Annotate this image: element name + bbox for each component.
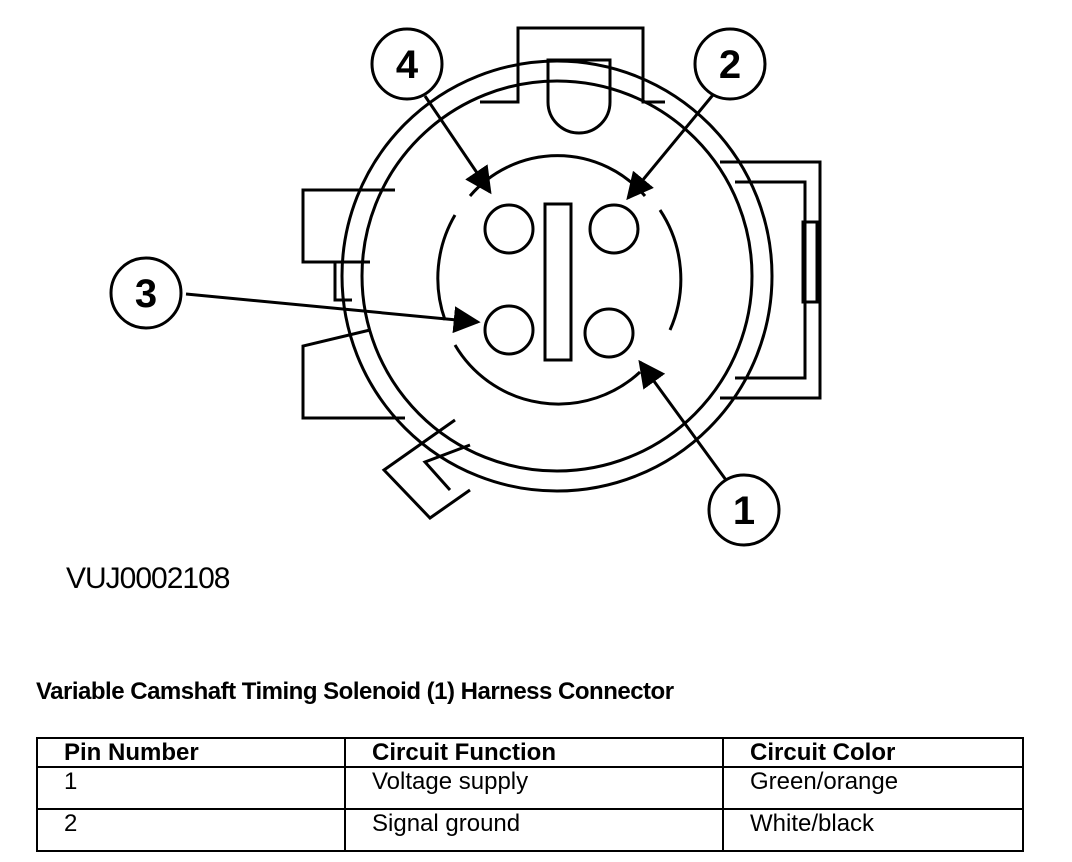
table-title: Variable Camshaft Timing Solenoid (1) Ha… bbox=[36, 678, 674, 705]
connector-inner-arc-top bbox=[468, 154, 647, 197]
callout-2-circle bbox=[693, 27, 767, 101]
pin-4-socket bbox=[483, 203, 535, 255]
table-row: 2 Signal ground White/black bbox=[36, 808, 1024, 852]
connector-bottom-key bbox=[381, 418, 471, 520]
pin-3-socket bbox=[483, 304, 535, 356]
callout-1-circle bbox=[707, 473, 781, 547]
callout-3-label: 3 bbox=[135, 272, 157, 316]
leader-line-1 bbox=[638, 359, 728, 481]
connector-outer-ring bbox=[340, 59, 774, 493]
pin-2-socket bbox=[588, 203, 640, 255]
connector-right-housing bbox=[720, 160, 822, 400]
cell-circuit-color: Green/orange bbox=[722, 766, 1024, 810]
connector-inner-ring bbox=[360, 79, 754, 473]
leader-line-2 bbox=[626, 89, 719, 201]
cell-circuit-function: Voltage supply bbox=[344, 766, 724, 810]
pin-1-socket bbox=[583, 307, 635, 359]
connector-inner-arc-right bbox=[658, 209, 683, 331]
header-circuit-color: Circuit Color bbox=[722, 737, 1024, 768]
callout-3-circle bbox=[109, 256, 183, 330]
connector-diagram: 4 2 3 1 bbox=[109, 26, 822, 547]
cell-pin-number: 2 bbox=[36, 808, 346, 852]
callout-2-label: 2 bbox=[719, 43, 741, 87]
header-circuit-function: Circuit Function bbox=[344, 737, 724, 768]
leader-line-3 bbox=[185, 292, 481, 334]
connector-inner-arc-bottom bbox=[453, 344, 642, 406]
pin-table: Pin Number Circuit Function Circuit Colo… bbox=[36, 737, 1024, 852]
cell-circuit-function: Signal ground bbox=[344, 808, 724, 852]
callout-4-circle bbox=[370, 27, 444, 101]
callout-4-label: 4 bbox=[396, 43, 419, 87]
cell-pin-number: 1 bbox=[36, 766, 346, 810]
cell-circuit-color: White/black bbox=[722, 808, 1024, 852]
connector-center-key bbox=[543, 202, 573, 362]
table-header-row: Pin Number Circuit Function Circuit Colo… bbox=[36, 737, 1024, 768]
connector-left-lower-tab bbox=[301, 328, 405, 420]
table-row: 1 Voltage supply Green/orange bbox=[36, 766, 1024, 810]
connector-inner-arc-left bbox=[436, 214, 457, 321]
figure-id: VUJ0002108 bbox=[66, 562, 230, 595]
connector-top-key bbox=[480, 26, 665, 104]
header-pin-number: Pin Number bbox=[36, 737, 346, 768]
callout-1-label: 1 bbox=[733, 489, 755, 533]
leader-line-4 bbox=[423, 95, 492, 195]
